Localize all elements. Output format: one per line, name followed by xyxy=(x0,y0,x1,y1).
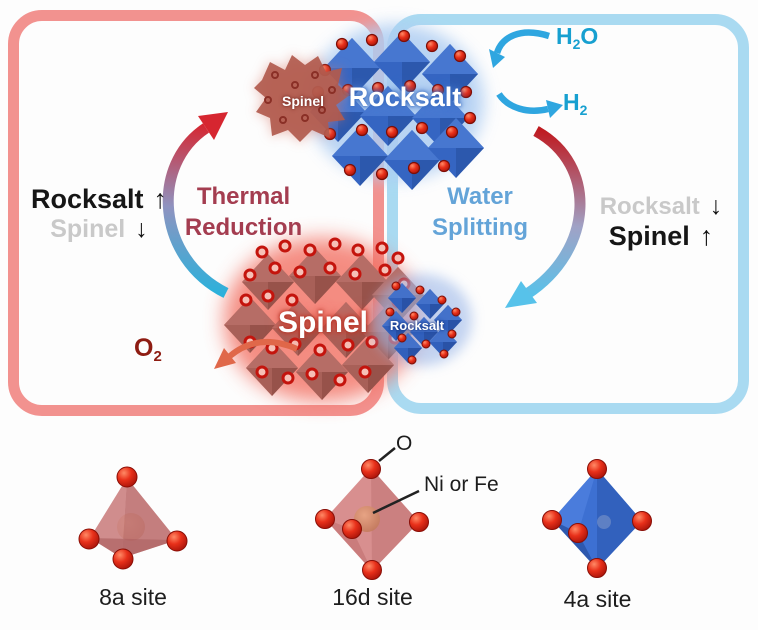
octahedron-4a xyxy=(542,459,652,578)
site-label-16d: 16d site xyxy=(332,584,413,610)
thermal-reduction-panel xyxy=(8,10,384,416)
water-splitting-panel xyxy=(387,14,749,414)
tetrahedron-8a xyxy=(78,466,188,570)
octahedron-16d xyxy=(315,447,429,580)
cation-atom-label: Ni or Fe xyxy=(424,473,499,496)
site-label-8a: 8a site xyxy=(99,584,167,610)
site-label-4a: 4a site xyxy=(563,586,632,612)
oxygen-atom-label: O xyxy=(396,432,413,455)
o-callout-line xyxy=(378,447,396,462)
cation-callout-line xyxy=(372,489,420,515)
